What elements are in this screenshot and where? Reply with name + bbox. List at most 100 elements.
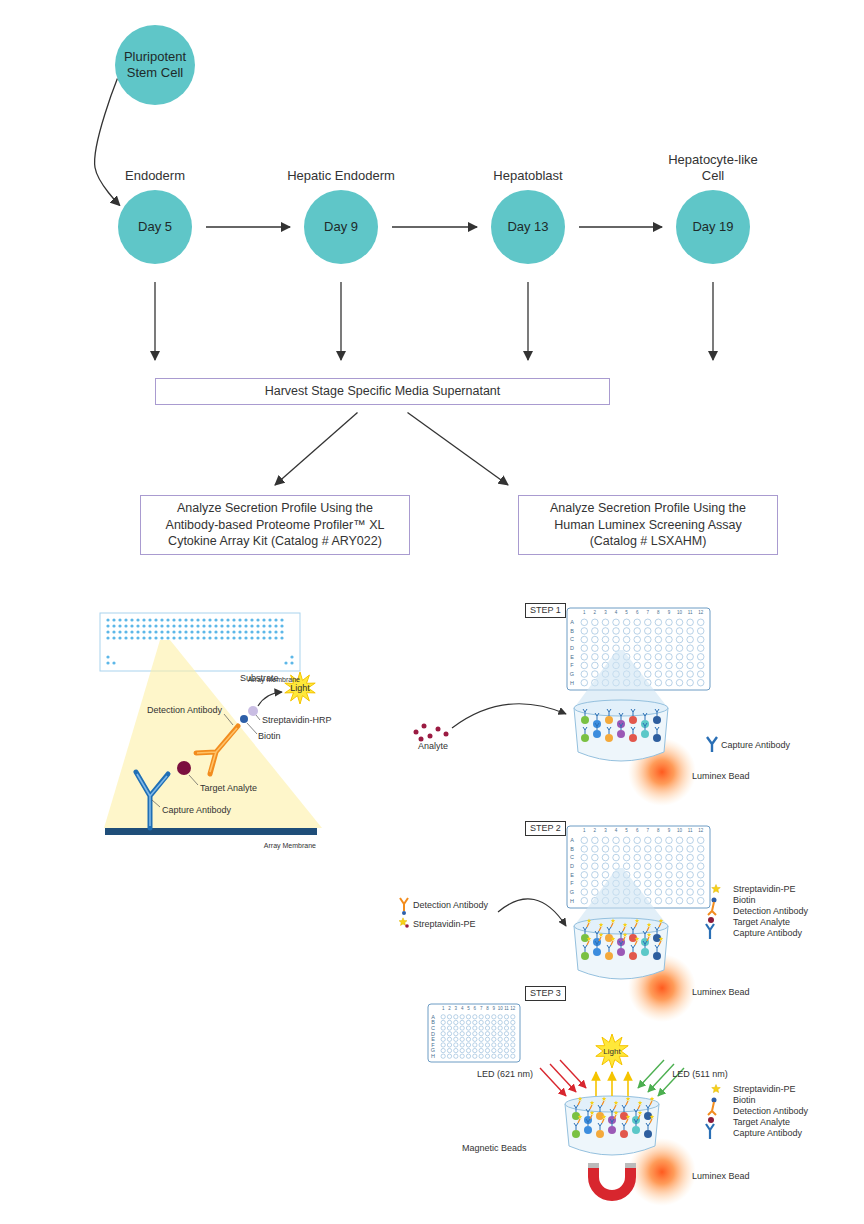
illustration-shape	[655, 727, 659, 734]
illustration-shape	[623, 636, 630, 643]
illustration-shape	[142, 636, 145, 639]
illustration-shape	[485, 1032, 489, 1036]
illustration-shape	[578, 1101, 580, 1105]
illustration-shape	[166, 630, 169, 633]
illustration-shape	[592, 889, 599, 896]
illustration-shape	[238, 630, 241, 633]
illustration-shape	[607, 945, 611, 952]
illustration-shape	[592, 872, 599, 879]
illustration-shape	[574, 868, 668, 926]
illustration-shape	[118, 630, 121, 633]
illustration-shape	[220, 624, 223, 627]
illustration-shape	[634, 1119, 638, 1126]
illustration-shape	[106, 636, 109, 639]
illustration-shape	[697, 872, 704, 879]
illustration-shape	[602, 872, 609, 879]
illustration-shape	[622, 1105, 626, 1112]
illustration-shape	[447, 1020, 451, 1024]
illustration-shape	[136, 772, 168, 828]
plate-index: 6	[636, 829, 639, 834]
illustration-shape	[666, 654, 673, 661]
illustration-shape	[208, 630, 211, 633]
illustration-shape	[598, 1123, 602, 1130]
illustration-shape	[634, 645, 641, 652]
illustration-shape	[250, 630, 253, 633]
illustration-shape	[643, 931, 647, 938]
illustration-shape	[620, 1130, 628, 1138]
node-text: Day 19	[686, 219, 739, 235]
stage-circle: HepatoblastDay 13	[491, 190, 565, 264]
illustration-shape	[414, 730, 419, 735]
illustration-shape	[226, 618, 229, 621]
part-label: Magnetic Beads	[462, 1144, 527, 1153]
illustration-shape	[172, 636, 175, 639]
illustration-shape	[697, 679, 704, 686]
illustration-shape	[479, 1054, 483, 1058]
illustration-shape	[697, 662, 704, 669]
illustration-shape	[196, 624, 199, 627]
process-box: Analyze Secretion Profile Using the Huma…	[518, 495, 778, 555]
illustration-shape	[124, 630, 127, 633]
illustration-shape	[646, 1105, 650, 1112]
illustration-shape	[250, 618, 253, 621]
illustration-shape	[148, 636, 151, 639]
illustration-shape	[504, 1015, 508, 1019]
illustration-shape	[284, 661, 287, 664]
illustration-shape	[592, 662, 599, 669]
illustration-shape	[460, 1048, 464, 1052]
illustration-shape	[178, 618, 181, 621]
illustration-shape	[583, 727, 587, 734]
illustration-shape	[583, 927, 587, 934]
plate-index: G	[570, 672, 574, 678]
illustration-shape	[605, 734, 613, 742]
illustration-shape	[590, 1111, 595, 1115]
illustration-shape	[454, 1026, 458, 1030]
illustration-shape	[112, 661, 115, 664]
illustration-shape	[492, 1015, 496, 1019]
illustration-shape	[473, 1020, 477, 1024]
plate-index: 9	[668, 611, 671, 616]
illustration-shape	[627, 1072, 629, 1096]
illustration-shape	[166, 624, 169, 627]
illustration-shape	[184, 624, 187, 627]
illustration-shape	[581, 654, 588, 661]
illustration-shape	[142, 618, 145, 621]
illustration-shape	[581, 645, 588, 652]
illustration-shape	[485, 1015, 489, 1019]
illustration-shape	[574, 1105, 578, 1112]
illustration-shape	[262, 636, 265, 639]
illustration-shape	[574, 1123, 578, 1130]
illustration-shape	[244, 636, 247, 639]
illustration-shape	[262, 624, 265, 627]
part-label: Capture Antibody	[162, 806, 231, 815]
illustration-shape	[653, 734, 661, 742]
illustration-shape	[178, 624, 181, 627]
illustration-shape	[256, 636, 259, 639]
illustration-shape	[511, 1026, 515, 1030]
illustration-shape	[650, 1119, 652, 1123]
illustration-shape	[574, 926, 668, 979]
illustration-shape	[104, 640, 322, 828]
illustration-shape	[697, 619, 704, 626]
illustration-shape	[697, 671, 704, 678]
illustration-shape	[581, 854, 588, 861]
illustration-shape	[653, 716, 661, 724]
plate-index: 9	[668, 829, 671, 834]
illustration-shape	[112, 630, 115, 633]
illustration-shape	[202, 636, 205, 639]
illustration-shape	[511, 1020, 515, 1024]
illustration-shape	[565, 1096, 659, 1112]
illustration-shape	[268, 624, 271, 627]
illustration-shape	[232, 624, 235, 627]
part-label: Luminex Bead	[692, 988, 750, 997]
illustration-shape	[214, 618, 217, 621]
illustration-shape	[504, 1043, 508, 1047]
illustration-shape	[280, 624, 283, 627]
illustration-shape	[645, 846, 652, 853]
illustration-shape	[596, 1034, 628, 1068]
illustration-shape	[712, 885, 721, 893]
illustration-shape	[452, 704, 566, 728]
illustration-shape	[638, 1060, 664, 1088]
illustration-shape	[172, 618, 175, 621]
illustration-shape	[214, 630, 217, 633]
